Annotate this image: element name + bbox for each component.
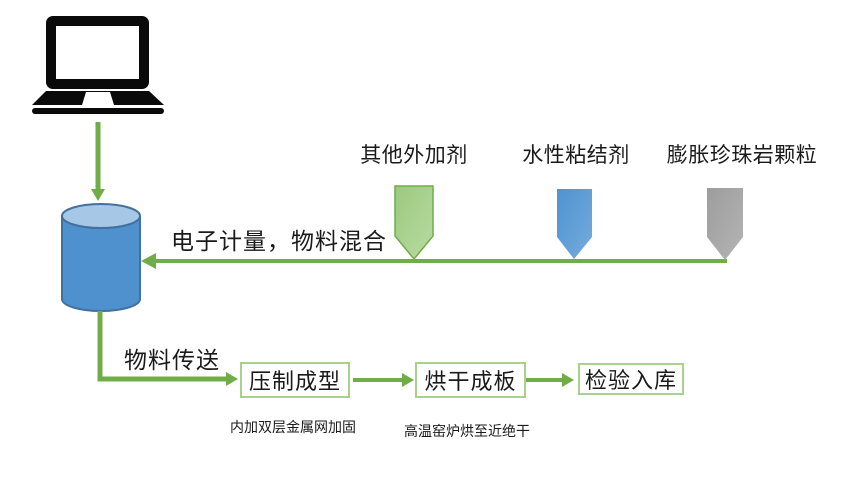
arrow-transfer-elbow bbox=[97, 311, 238, 386]
mixer-cylinder bbox=[61, 203, 141, 312]
arrow-metering-line bbox=[141, 253, 727, 269]
label-perlite: 膨胀珍珠岩颗粒 bbox=[666, 144, 818, 167]
note-mesh-reinforcement: 内加双层金属网加固 bbox=[230, 419, 356, 435]
step-box-inspection-storage: 检验入库 bbox=[578, 363, 684, 395]
step-box-press-molding: 压制成型 bbox=[240, 362, 350, 398]
laptop-icon bbox=[32, 16, 164, 114]
funnel-perlite-icon bbox=[707, 188, 743, 260]
arrow-step2-to-step3 bbox=[526, 373, 574, 387]
arrow-step1-to-step2 bbox=[353, 373, 414, 387]
label-metering-mixing: 电子计量，物料混合 bbox=[171, 228, 387, 254]
note-kiln-drying: 高温窑炉烘至近绝干 bbox=[404, 423, 530, 439]
arrow-laptop-to-mixer bbox=[91, 122, 105, 201]
funnel-water-binder-icon bbox=[557, 189, 592, 259]
label-other-additives: 其他外加剂 bbox=[360, 144, 468, 167]
funnel-other-additives-icon bbox=[394, 185, 434, 261]
step-box-drying-board: 烘干成板 bbox=[415, 362, 526, 398]
label-water-binder: 水性粘结剂 bbox=[522, 144, 630, 167]
label-material-transfer: 物料传送 bbox=[124, 347, 220, 373]
